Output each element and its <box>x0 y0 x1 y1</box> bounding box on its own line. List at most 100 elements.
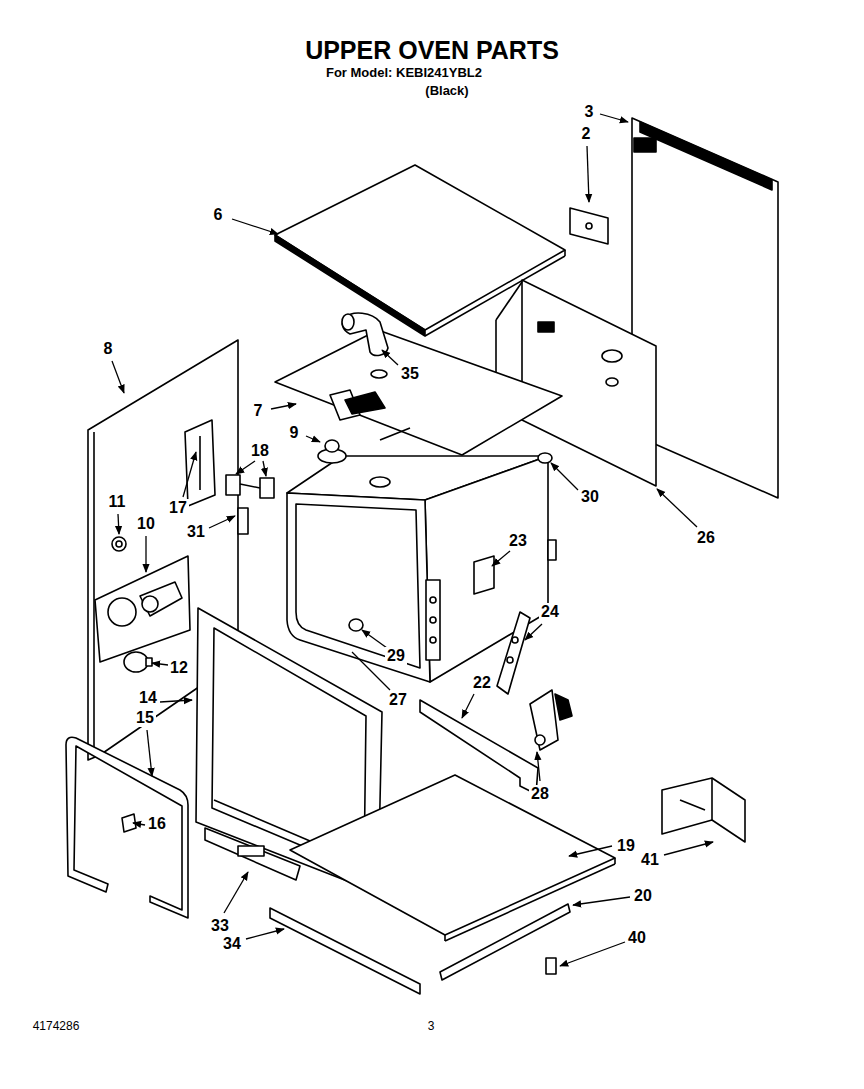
document-number: 4174286 <box>33 1020 80 1032</box>
leader-lines <box>664 842 713 855</box>
vent-tube <box>342 314 354 330</box>
bulb <box>124 652 148 672</box>
page-title: UPPER OVEN PARTS <box>305 38 559 63</box>
bulb <box>124 652 152 672</box>
callout-number: 2 <box>580 125 593 143</box>
leader-lines <box>271 404 296 409</box>
oven-cavity <box>425 456 548 682</box>
bottom-rail-side <box>440 904 570 980</box>
callout-number: 30 <box>579 488 601 506</box>
leader-lines <box>537 752 540 781</box>
mounting-bracket <box>570 208 608 244</box>
sensor-plate <box>474 556 494 594</box>
leader-lines <box>183 452 196 497</box>
oven-cavity <box>548 540 556 560</box>
cover-bracket <box>662 778 745 842</box>
mounting-bracket <box>586 223 592 229</box>
trim-bar <box>205 828 300 880</box>
leader-lines <box>551 463 578 490</box>
oven-cavity <box>370 477 390 487</box>
callout-number: 6 <box>212 206 225 224</box>
trim-bar <box>238 846 264 856</box>
hinge <box>530 690 572 750</box>
switches <box>226 475 240 495</box>
back-panel <box>634 138 656 152</box>
socket-plate <box>142 596 158 612</box>
side-panel <box>522 280 656 486</box>
clip <box>546 958 556 974</box>
side-panel <box>538 322 554 332</box>
inner-top-plate <box>345 392 385 414</box>
plug-button <box>538 453 552 463</box>
callout-number: 19 <box>615 837 637 855</box>
bottom-plate <box>290 775 615 941</box>
callout-number: 16 <box>146 815 168 833</box>
leader-lines <box>362 630 387 648</box>
light-lens <box>349 619 363 631</box>
leader-lines <box>232 219 278 234</box>
callout-number: 3 <box>583 103 596 121</box>
leader-lines <box>246 929 284 939</box>
vent-knob <box>325 440 339 452</box>
callout-number: 28 <box>529 785 551 803</box>
inner-top-plate <box>275 330 562 455</box>
leader-lines <box>152 663 168 665</box>
leader-lines <box>492 551 510 566</box>
hinge-bracket <box>497 612 530 694</box>
callout-number: 29 <box>385 647 407 665</box>
leader-lines <box>382 350 398 365</box>
hinge-bracket <box>507 657 513 663</box>
callout-number: 23 <box>507 532 529 550</box>
switches <box>260 478 274 498</box>
socket-plate <box>108 598 136 626</box>
page-number: 3 <box>428 1020 435 1032</box>
leader-lines <box>112 114 713 966</box>
leader-lines <box>118 514 119 534</box>
back-panel <box>640 122 772 190</box>
top-panel <box>425 256 565 336</box>
mounting-bracket <box>570 208 608 244</box>
leader-lines <box>525 624 542 640</box>
oven-cavity <box>296 504 420 668</box>
callout-number: 27 <box>387 691 409 709</box>
leader-lines <box>600 114 628 122</box>
model-line: For Model: KEBI241YBL2 <box>326 66 482 79</box>
leader-lines <box>133 823 145 825</box>
side-rail <box>420 700 538 794</box>
hinge-bracket <box>512 637 518 643</box>
light-lens <box>349 619 363 631</box>
callout-number: 41 <box>639 851 661 869</box>
top-panel <box>275 165 565 330</box>
callout-number: 40 <box>626 929 648 947</box>
switches <box>240 484 260 488</box>
bottom-plate <box>614 858 616 864</box>
leader-lines <box>112 361 124 393</box>
side-panel <box>602 350 622 362</box>
top-panel <box>275 235 425 336</box>
bottom-rail-front <box>270 908 420 994</box>
callout-number: 18 <box>249 442 271 460</box>
leader-lines <box>657 489 697 527</box>
callout-number: 20 <box>632 887 654 905</box>
top-panel <box>564 250 566 256</box>
side-panel <box>606 378 618 386</box>
door-switch-bracket <box>199 436 201 490</box>
callout-number: 8 <box>102 340 115 358</box>
callout-number: 12 <box>168 659 190 677</box>
switches <box>238 508 248 534</box>
oven-cavity <box>430 617 436 623</box>
bottom-rail-side <box>440 904 570 980</box>
retainer-nut <box>112 537 126 551</box>
callout-number: 9 <box>288 424 301 442</box>
callout-number: 11 <box>107 493 128 511</box>
bulb <box>146 658 152 666</box>
oven-cavity <box>430 637 436 643</box>
leader-lines <box>462 694 474 718</box>
socket-plate <box>95 556 190 662</box>
callout-number: 7 <box>252 402 265 420</box>
retainer-nut <box>112 537 126 551</box>
vent-knob <box>318 440 346 463</box>
switches <box>226 475 274 534</box>
